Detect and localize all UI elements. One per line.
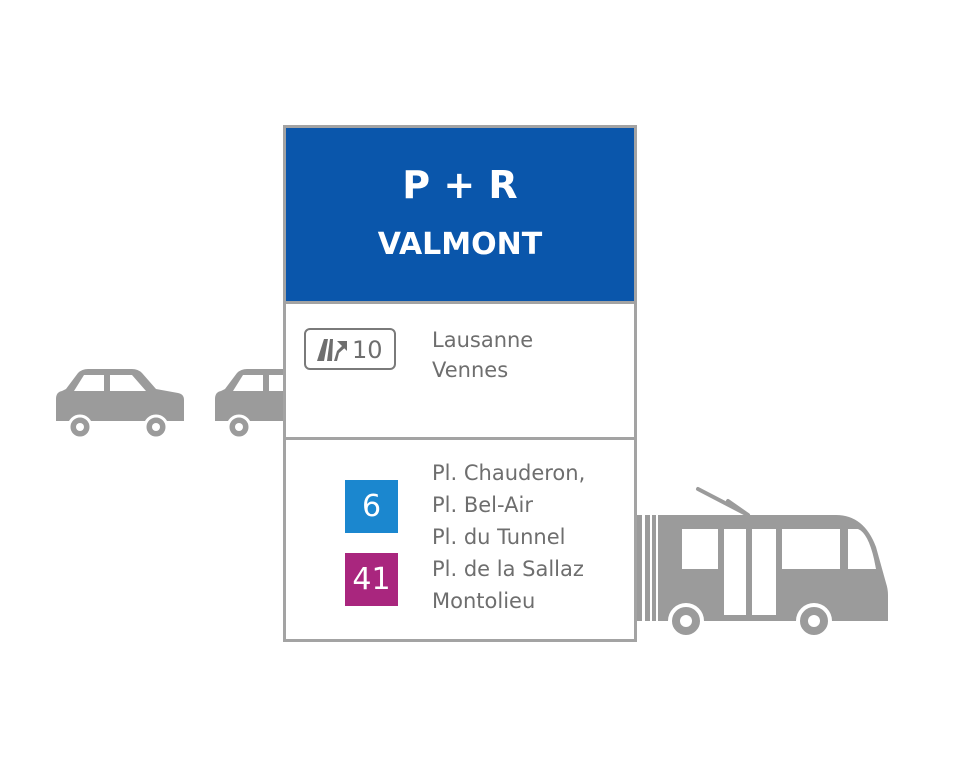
road-destination: Lausanne [432,328,534,352]
sign-title: P + R [402,163,518,207]
motorway-entrance-icon [317,339,347,361]
car-icon [56,369,184,440]
park-and-ride-sign: P + R VALMONT 10 Lausanne Vennes 6 41 Pl… [283,125,637,642]
sign-header: P + R VALMONT [286,128,634,304]
transit-stop: Montolieu [432,589,536,613]
line-badge-41: 41 [345,553,398,606]
transit-section: 6 41 Pl. Chauderon, Pl. Bel-Air Pl. du T… [286,440,634,639]
road-destination: Vennes [432,358,509,382]
sign-subtitle: VALMONT [377,227,543,262]
trolleybus-icon [636,487,888,639]
motorway-number: 10 [352,336,383,364]
line-badge-6: 6 [345,480,398,533]
transit-stop: Pl. Bel-Air [432,493,533,517]
transit-stop: Pl. Chauderon, [432,461,586,485]
transit-stop: Pl. de la Sallaz [432,557,584,581]
road-section: 10 Lausanne Vennes [286,304,634,440]
transit-stop: Pl. du Tunnel [432,525,566,549]
motorway-exit-badge: 10 [304,328,396,370]
